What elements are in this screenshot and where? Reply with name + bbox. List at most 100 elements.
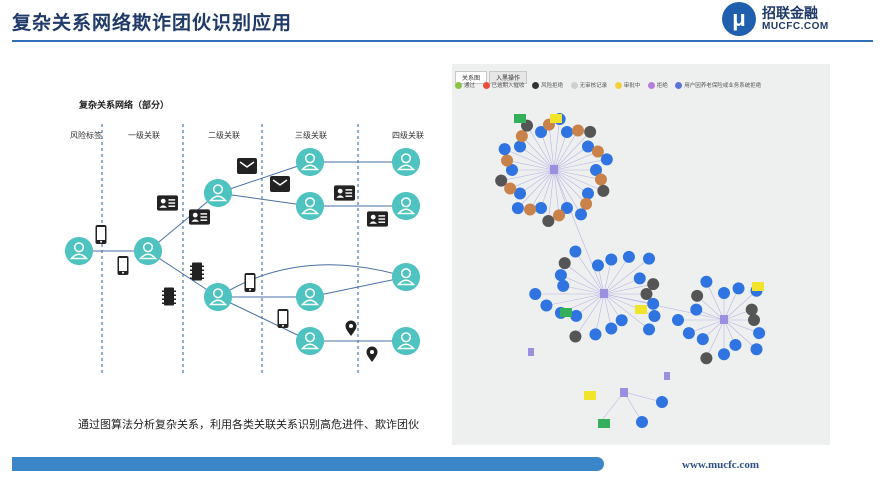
person-icon (391, 191, 421, 221)
graph-edge (553, 169, 602, 180)
graph-edge (553, 151, 598, 171)
graph-node-marker (635, 305, 647, 314)
legend-item: 拒绝 (647, 81, 668, 90)
phone-icon (277, 309, 289, 328)
person-icon (203, 178, 233, 208)
graph-node (581, 140, 594, 153)
graph-node (589, 328, 602, 341)
graph-edge (526, 125, 555, 171)
location-pin-icon (345, 320, 357, 336)
graph-edge (540, 169, 555, 209)
graph-edge (575, 251, 605, 295)
graph-edge (603, 293, 725, 321)
graph-node (540, 299, 553, 312)
graph-node (633, 272, 646, 285)
graph-node (672, 314, 684, 326)
tab-blacklist-operation[interactable]: 入黑操作 (489, 71, 528, 84)
page-title: 复杂关系网络欺诈团伙识别应用 (12, 13, 293, 34)
envelope-icon (270, 176, 290, 192)
legend-item: 用户因养老保险或业务系统拒绝 (675, 81, 761, 90)
graph-edge (546, 293, 605, 306)
graph-edge (553, 131, 591, 171)
column-label-risk-tag: 风险标签 (70, 131, 102, 140)
graph-node (535, 201, 548, 214)
graph-node (647, 297, 660, 310)
logo-domain: MUCFC.COM (762, 21, 829, 32)
graph-edge (723, 319, 757, 350)
graph-node (560, 201, 573, 214)
graph-node (700, 352, 713, 365)
graph-node-marker (550, 114, 562, 123)
edge-l1-l2a (147, 192, 219, 252)
person-icon (391, 326, 421, 356)
graph-node (643, 252, 656, 265)
tab-relationship-graph[interactable]: 关系图 (455, 71, 488, 84)
column-label-level-4: 四级关联 (392, 131, 424, 140)
graph-node (615, 314, 628, 327)
graph-edge (553, 169, 605, 295)
edge-l3c-l4c (309, 276, 407, 298)
graph-node (664, 372, 670, 380)
edge-l2a-l3a (217, 161, 311, 194)
graph-node (700, 275, 713, 288)
id-card-icon (334, 185, 355, 201)
graph-node (636, 416, 648, 428)
graph-node (515, 130, 528, 143)
graph-edge (553, 118, 560, 171)
graph-edge (623, 391, 663, 403)
logo-mark-icon: μ (722, 2, 756, 36)
company-logo: μ 招联金融 MUCFC.COM (722, 2, 872, 36)
person-icon (295, 147, 325, 177)
graph-edge (688, 319, 725, 334)
graph-edge (696, 295, 725, 321)
graph-node (640, 288, 653, 300)
graph-node (753, 327, 766, 340)
column-label-level-3: 三级关联 (295, 131, 327, 140)
graph-node (558, 257, 571, 270)
graph-edge (603, 258, 650, 295)
graph-node (514, 187, 527, 200)
legend-label: 已逾期入催收 (491, 83, 525, 89)
graph-edge (519, 169, 555, 194)
graph-node (506, 164, 518, 176)
chip-icon (190, 262, 204, 281)
id-card-icon (367, 211, 388, 227)
legend-label: 风险拒绝 (541, 83, 564, 89)
graph-node (554, 269, 567, 282)
graph-edge (575, 293, 605, 337)
graph-edge (553, 159, 607, 171)
graph-edge (595, 293, 605, 335)
graph-edge (553, 169, 604, 192)
graph-node (529, 288, 542, 300)
relationship-network-diagram (64, 124, 421, 375)
graph-node (691, 289, 704, 302)
graph-node (622, 250, 635, 263)
phone-icon (95, 225, 107, 244)
graph-edge (553, 169, 582, 215)
graph-node (575, 208, 587, 221)
graph-node (570, 309, 583, 322)
graph-legend: 通过 已逾期入催收 风险拒绝 无审核记录 审批中 拒绝 用户因养老保险或业务系统… (455, 81, 767, 90)
legend-dot (675, 82, 683, 90)
graph-node (495, 174, 508, 187)
footer-bar (12, 457, 604, 471)
graph-edge (529, 169, 555, 210)
graph-node (594, 173, 607, 186)
id-card-icon (189, 209, 210, 225)
graph-node-marker (752, 282, 764, 291)
graph-edge (603, 293, 650, 330)
graph-edge (517, 169, 555, 209)
person-icon (295, 282, 325, 312)
hub-node (620, 388, 628, 397)
graph-node (605, 322, 618, 335)
graph-node (569, 330, 582, 343)
edge-l2b-l4c (217, 264, 407, 298)
graph-node-marker (560, 308, 572, 317)
location-pin-icon (366, 346, 378, 362)
graph-node (748, 314, 760, 326)
graph-node (605, 253, 618, 266)
graph-node (581, 187, 594, 200)
graph-edge (540, 131, 555, 171)
graph-node-marker (598, 419, 610, 428)
graph-node (514, 140, 527, 153)
